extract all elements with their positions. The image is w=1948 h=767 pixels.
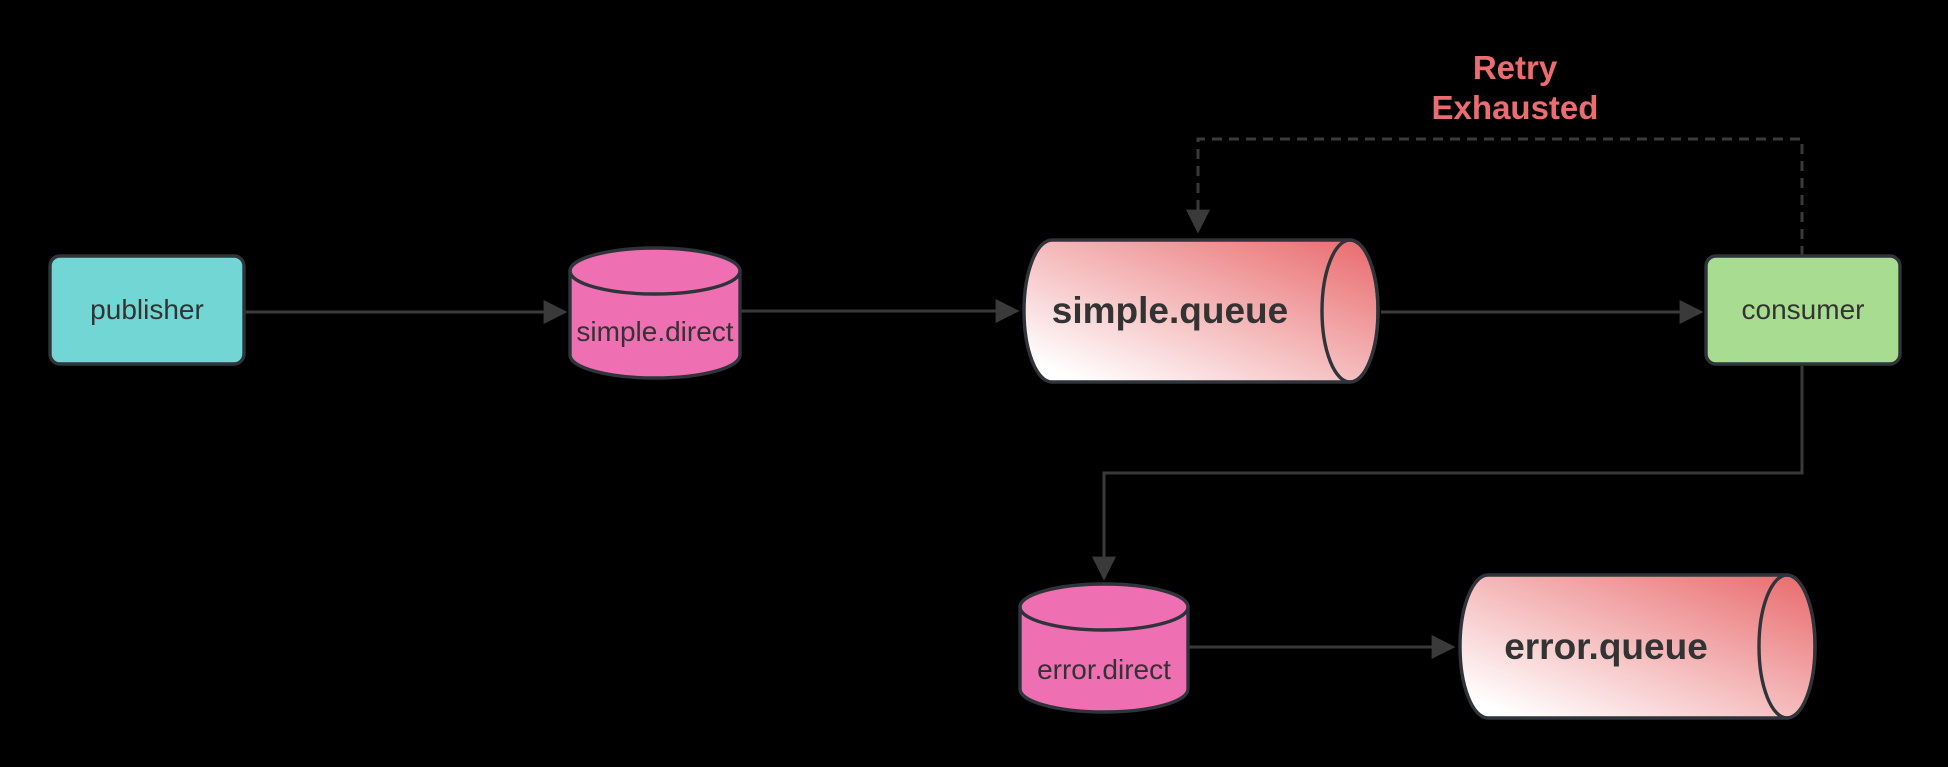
node-consumer-shape — [1704, 254, 1902, 366]
error-queue-cylinder-cap — [1757, 573, 1817, 720]
consumer-rect — [1704, 254, 1902, 366]
node-error-direct-shape — [1018, 582, 1190, 714]
retry-exhausted-edge-label: Retry Exhausted — [1365, 48, 1665, 129]
simple-direct-cylinder-body — [568, 269, 742, 380]
error-direct-cylinder-body — [1018, 605, 1190, 714]
error-queue-cylinder-body — [1458, 573, 1817, 720]
node-simple-queue-shape — [1022, 238, 1380, 384]
error-direct-cylinder-top — [1018, 582, 1190, 632]
edge-retry-exhausted-dashed — [1186, 137, 1804, 256]
simple-queue-cylinder-cap — [1320, 238, 1380, 384]
edge-consumer-to-error-direct — [1092, 366, 1804, 581]
node-error-queue-shape — [1458, 573, 1817, 720]
retry-label-line1: Retry — [1472, 49, 1558, 86]
simple-direct-cylinder-top — [568, 246, 742, 296]
node-simple-direct-shape — [568, 246, 742, 380]
node-publisher-shape — [48, 254, 246, 366]
retry-label-line2: Exhausted — [1431, 89, 1599, 127]
edges-layer — [244, 137, 1804, 659]
simple-queue-cylinder-body — [1022, 238, 1380, 384]
publisher-rect — [48, 254, 246, 366]
